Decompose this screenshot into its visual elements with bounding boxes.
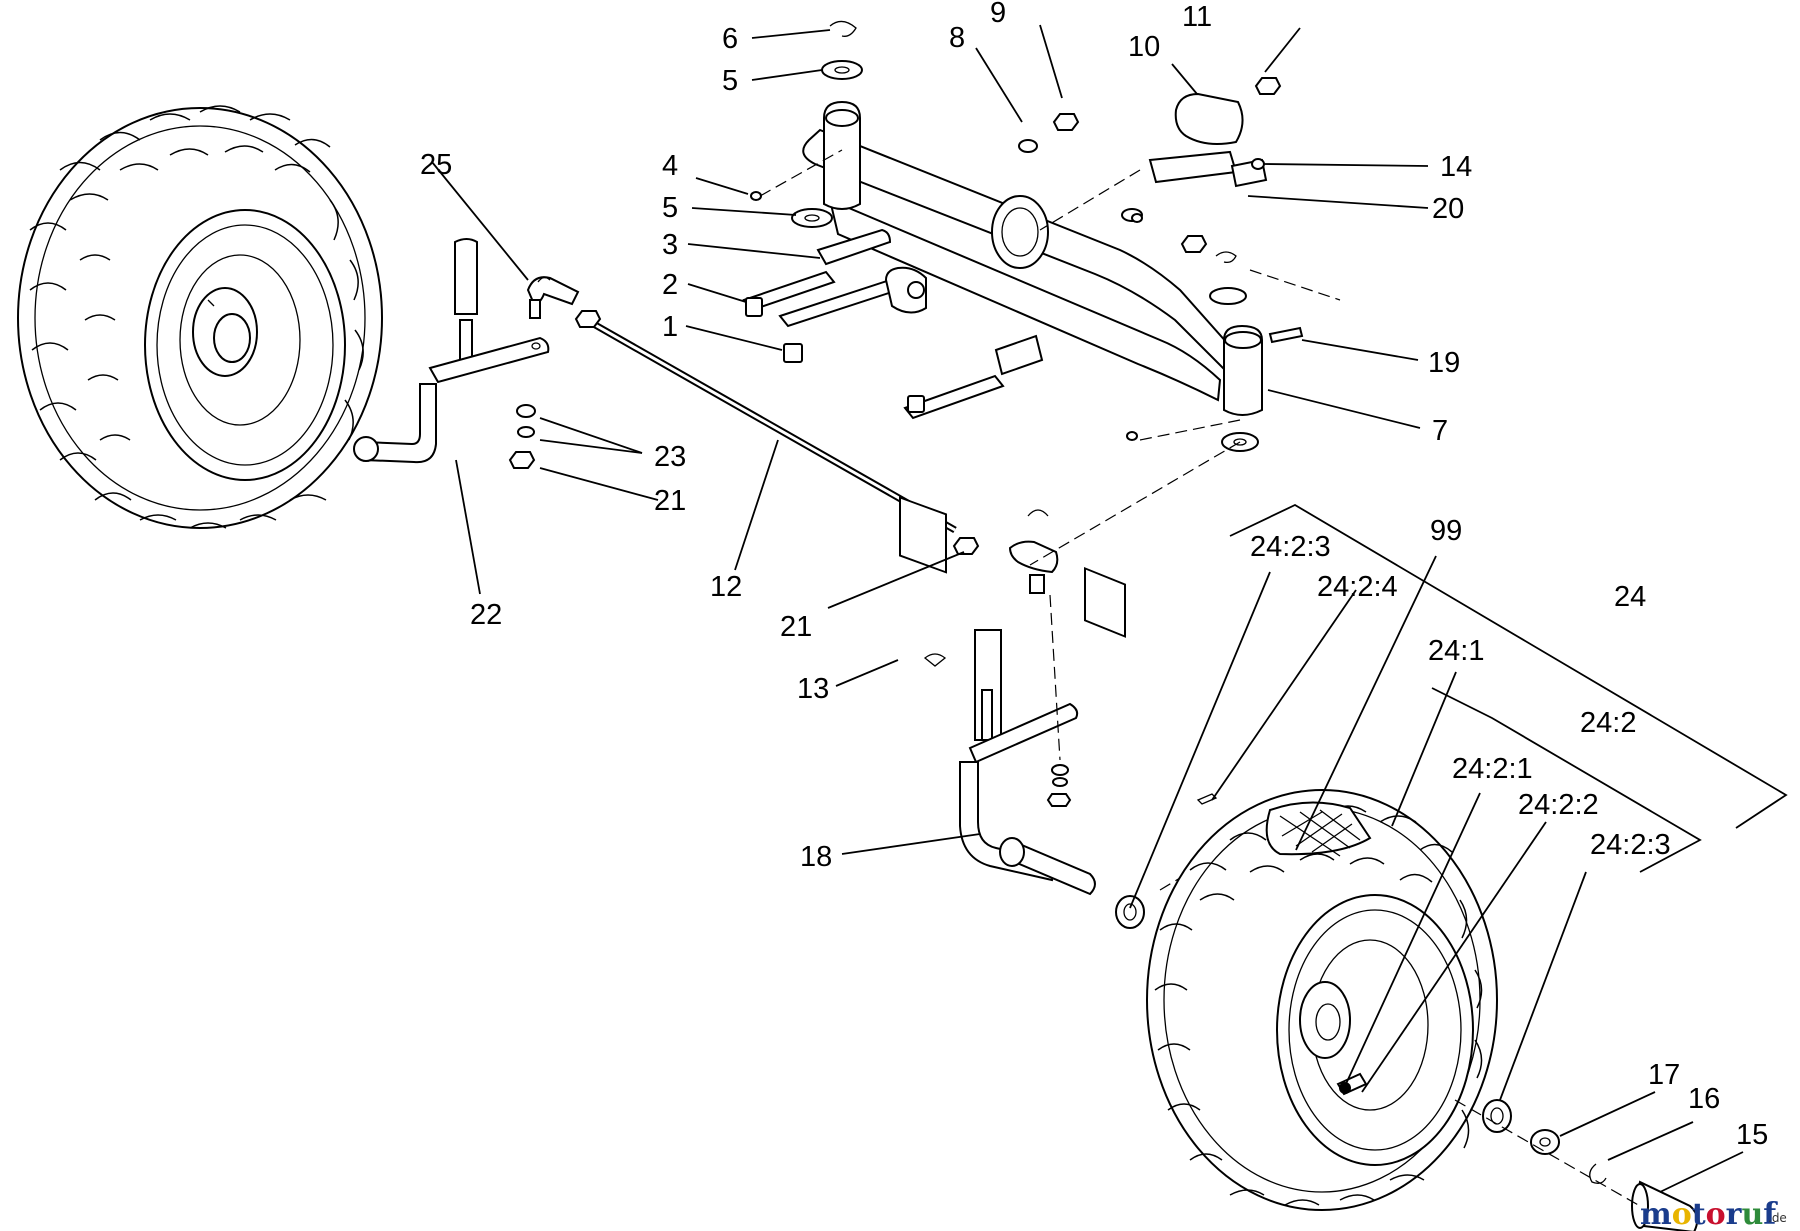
svg-text:motoruf: motoruf [1640, 1197, 1778, 1231]
label-11: 11 [1182, 1, 1212, 33]
label-5-lower: 5 [662, 192, 678, 224]
label-20: 20 [1432, 193, 1464, 225]
label-22: 22 [470, 599, 502, 631]
label-12: 12 [710, 571, 742, 603]
label-5-upper: 5 [722, 65, 738, 97]
label-24-2-1: 24:2:1 [1452, 753, 1533, 785]
label-17: 17 [1648, 1059, 1680, 1091]
assembly-brackets [1229, 503, 1788, 873]
dashed-guides [759, 149, 1341, 891]
label-19: 19 [1428, 347, 1460, 379]
left-spindle [353, 238, 550, 464]
label-23: 23 [654, 441, 686, 473]
label-9: 9 [990, 0, 1006, 29]
label-8: 8 [949, 22, 965, 54]
label-24-2-3-lower: 24:2:3 [1590, 829, 1671, 861]
label-99: 99 [1430, 515, 1462, 547]
label-7: 7 [1432, 415, 1448, 447]
label-1: 1 [662, 311, 678, 343]
label-24-2-3-upper: 24:2:3 [1250, 531, 1331, 563]
label-15: 15 [1736, 1119, 1768, 1151]
label-25: 25 [420, 149, 452, 181]
front-axle [802, 100, 1263, 638]
label-21-right: 21 [780, 611, 812, 643]
label-21-left: 21 [654, 485, 686, 517]
motoruf-logo: motoruf .de [1640, 1197, 1787, 1231]
label-24-2: 24:2 [1580, 707, 1636, 739]
tie-rod [526, 276, 1059, 594]
label-13: 13 [797, 673, 829, 705]
label-4: 4 [662, 150, 678, 182]
label-14: 14 [1440, 151, 1472, 183]
label-6: 6 [722, 23, 738, 55]
label-24-1: 24:1 [1428, 635, 1484, 667]
label-24-2-4: 24:2:4 [1317, 571, 1398, 603]
label-18: 18 [800, 841, 832, 873]
hub-hardware [1115, 895, 1699, 1231]
logo-domain: .de [1768, 1211, 1787, 1225]
label-3: 3 [662, 229, 678, 261]
left-wheel [17, 105, 383, 529]
label-16: 16 [1688, 1083, 1720, 1115]
label-2: 2 [662, 269, 678, 301]
label-10: 10 [1128, 31, 1160, 63]
right-spindle [923, 629, 1096, 896]
callout-labels: 1 2 3 4 5 5 6 8 9 10 11 14 20 19 7 25 23… [420, 0, 1768, 1151]
right-wheel [1146, 789, 1498, 1211]
hardware [508, 20, 1304, 805]
label-24: 24 [1614, 581, 1646, 613]
leader-lines [431, 24, 1744, 1193]
label-24-2-2: 24:2:2 [1518, 789, 1599, 821]
